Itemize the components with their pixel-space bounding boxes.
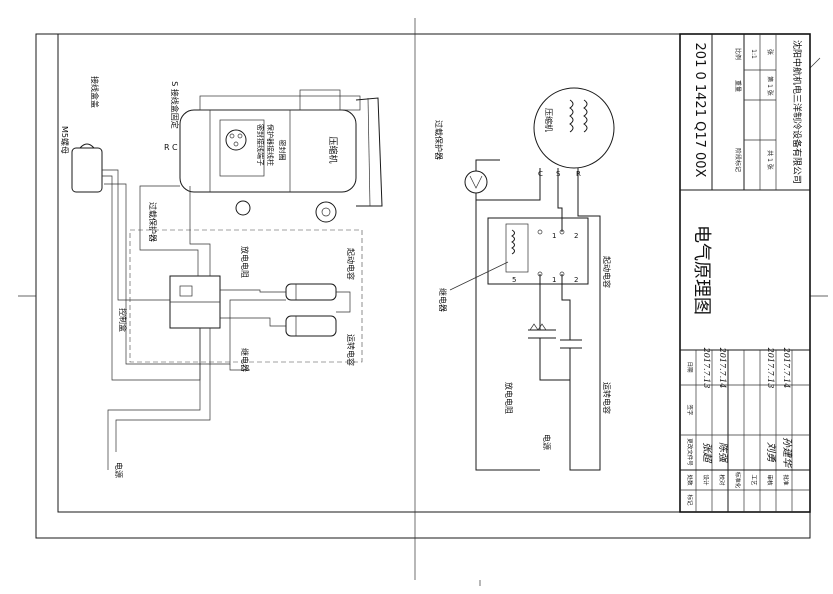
sheet-number: 第 1 张: [766, 76, 774, 96]
terminal-5: 5: [512, 276, 516, 284]
label-start-capacitor: 起动电容: [346, 248, 356, 280]
revision-row: 批准 孙建华 2017.7.14: [781, 347, 793, 486]
label-connection-box-cover: 接线盒盖: [90, 76, 100, 108]
label-run-capacitor: 运转电容: [346, 334, 356, 366]
revision-row: 设计 张超 2017.7.13: [701, 347, 713, 486]
sheet-total: 张: [766, 49, 774, 55]
svg-text:审核: 审核: [766, 474, 774, 486]
label-discharge-resistor: 放电电阻: [240, 246, 250, 278]
svg-text:孙建华: 孙建华: [781, 437, 793, 468]
label-sealing-gasket: 密封圈: [278, 140, 287, 161]
svg-text:张超: 张超: [701, 442, 713, 464]
rev-header-count: 处数: [686, 474, 694, 486]
corner-mark: [809, 57, 821, 69]
label-compressor: 压缩机: [327, 136, 339, 163]
label-terminal-c: C: [172, 143, 178, 152]
revision-row: 标准化: [734, 472, 742, 489]
label-control-box: 控制盒: [118, 308, 128, 332]
schematic: 压缩机 C S R 过载保护器 5 1 2 1 2 继电器 起动电容 放电电阻 …: [434, 87, 615, 471]
relay-box: [487, 217, 589, 285]
label-power-left: 电源: [114, 462, 124, 478]
overload-protector: [464, 170, 488, 194]
title-block-frame: [679, 33, 811, 513]
terminal-2b: 2: [574, 276, 578, 284]
weight-label: 重量: [734, 80, 742, 92]
rev-header-mark: 标记: [686, 494, 694, 506]
label-seal-block: 密封接线端子: [256, 124, 265, 166]
svg-text:校对: 校对: [718, 474, 726, 486]
label-overload-protector: 过载保护器: [148, 202, 158, 242]
company-name: 沈阳中航机电三洋制冷设备有限公司: [791, 40, 803, 184]
label-connection-box-fixed: S 接线盒固定: [170, 81, 180, 129]
label-schematic-start-cap: 起动电容: [602, 256, 612, 288]
rev-header-sign: 签字: [686, 404, 694, 416]
rev-header-doc: 更改文件号: [686, 438, 694, 466]
label-schematic-power: 电源: [542, 434, 552, 450]
terminal-2: 2: [574, 232, 578, 240]
svg-text:批准: 批准: [782, 474, 790, 486]
label-overload-screw: 保护器接线柱: [266, 124, 275, 166]
rev-header-date: 日期: [686, 361, 693, 373]
start-capacitor: [285, 283, 337, 301]
compressor-mount-bracket: [355, 97, 383, 207]
stage-label: 阶段标记: [734, 148, 742, 172]
svg-text:2017.7.14: 2017.7.14: [718, 347, 727, 389]
svg-text:设计: 设计: [702, 474, 710, 486]
svg-text:工艺: 工艺: [750, 474, 757, 486]
title-block: 201 0 1421 Q17 00X 电气原理图 沈阳中航机电三洋制冷设备有限公…: [679, 33, 811, 513]
svg-text:2017.7.14: 2017.7.14: [782, 347, 791, 389]
label-schematic-discharge: 放电电阻: [504, 382, 514, 414]
schematic-discharge-resistor: [529, 323, 547, 331]
run-capacitor: [285, 315, 337, 337]
sheet-count: 共 1 张: [766, 150, 774, 170]
wiring-diagram: M5螺母 接线盒盖 S 接线盒固定 C R 密封接线端子 保护器接线柱 密封圈 …: [60, 76, 383, 478]
terminal-1b: 1: [552, 232, 556, 240]
svg-text:标准化: 标准化: [734, 472, 742, 489]
scale-value: 1:1: [750, 49, 757, 59]
terminal-1: 1: [552, 276, 556, 284]
revision-row: 审核 刘勇 2017.7.13: [765, 347, 777, 486]
label-relay: 继电器: [240, 348, 250, 372]
svg-text:2017.7.13: 2017.7.13: [766, 347, 775, 389]
label-terminal-r: R: [164, 143, 170, 152]
label-schematic-compressor: 压缩机: [544, 108, 554, 132]
label-m5-screw: M5螺母: [60, 126, 70, 154]
drawing-number: 201 0 1421 Q17 00X: [692, 43, 707, 178]
svg-text:2017.7.13: 2017.7.13: [702, 347, 711, 389]
svg-text:刘勇: 刘勇: [765, 442, 777, 463]
revision-row: 校对 陈强 2017.7.14: [717, 347, 729, 486]
svg-text:陈强: 陈强: [717, 442, 729, 463]
connection-box-cover: [71, 147, 103, 193]
drawing-title: 电气原理图: [691, 225, 712, 315]
control-box-outline: [129, 229, 363, 363]
compressor-motor: [533, 87, 615, 169]
label-schematic-run-cap: 运转电容: [602, 382, 612, 414]
revision-row: 工艺: [750, 474, 757, 486]
scale-label: 比例: [734, 48, 742, 60]
terminal-block: [225, 129, 247, 151]
label-schematic-overload: 过载保护器: [434, 120, 444, 160]
label-schematic-relay: 继电器: [438, 288, 448, 312]
